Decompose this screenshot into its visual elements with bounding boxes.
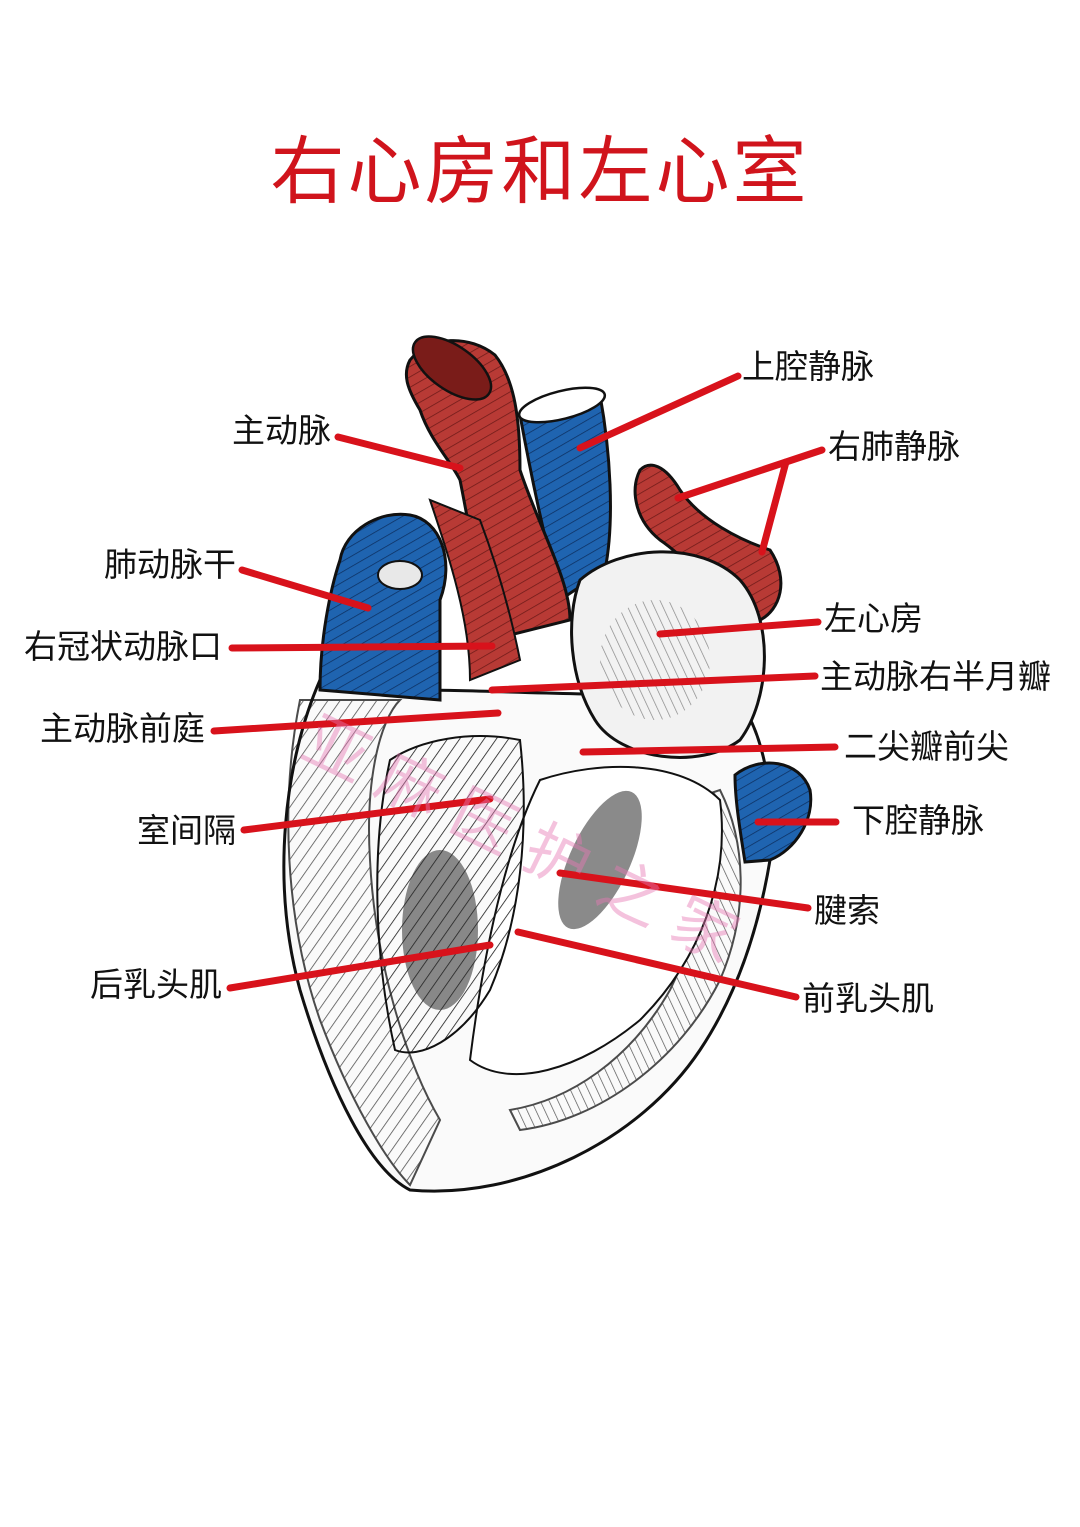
label-aortic-right-semilunar-valve: 主动脉右半月瓣	[820, 657, 1051, 696]
papillary-muscle-anterior	[558, 790, 642, 930]
leader-superior-vena-cava	[576, 372, 742, 452]
leader-mitral-anterior-cusp	[579, 743, 839, 756]
leader-pulmonary-trunk	[238, 566, 372, 612]
label-interventricular-septum: 室间隔	[137, 811, 236, 850]
leader-anterior-papillary-muscle	[514, 928, 800, 1001]
label-mitral-anterior-cusp: 二尖瓣前尖	[844, 727, 1009, 766]
label-inferior-vena-cava: 下腔静脉	[852, 801, 984, 840]
label-left-atrium: 左心房	[824, 599, 923, 638]
label-anterior-papillary-muscle: 前乳头肌	[802, 979, 934, 1018]
aorta	[404, 339, 572, 642]
aortic-root	[428, 498, 522, 682]
leader-right-pulmonary-vein	[674, 446, 826, 502]
leader-left-atrium	[656, 618, 822, 638]
leader-posterior-papillary-muscle	[226, 941, 494, 992]
svc-opening	[517, 386, 607, 424]
leader-aortic-right-semilunar-valve	[488, 672, 819, 694]
label-right-pulmonary-vein: 右肺静脉	[828, 427, 960, 466]
page-title: 右心房和左心室	[270, 129, 810, 215]
right-pulmonary-vein	[633, 463, 783, 622]
label-aortic-vestibule: 主动脉前庭	[40, 709, 205, 748]
leader-aortic-vestibule	[210, 709, 502, 735]
leader-right-pulmonary-vein-branch	[758, 458, 790, 556]
left-atrium-shading	[600, 600, 710, 720]
label-aorta: 主动脉	[232, 411, 331, 450]
inferior-vena-cava	[733, 761, 813, 864]
label-chordae-tendineae: 腱索	[814, 891, 880, 930]
label-posterior-papillary-muscle: 后乳头肌	[90, 965, 222, 1004]
label-right-coronary-orifice: 右冠状动脉口	[24, 627, 222, 666]
label-pulmonary-trunk: 肺动脉干	[104, 545, 236, 584]
leader-right-coronary-orifice	[228, 642, 496, 652]
papillary-muscle-posterior	[402, 850, 478, 1010]
leader-aorta	[334, 433, 464, 472]
leader-interventricular-septum	[240, 795, 494, 834]
aorta-opening	[411, 335, 493, 401]
label-superior-vena-cava: 上腔静脉	[742, 347, 874, 386]
pulmonary-trunk	[318, 512, 448, 702]
leader-chordae-tendineae	[556, 869, 812, 912]
leader-lines	[210, 372, 840, 1001]
pulmonary-trunk-opening	[377, 560, 423, 590]
